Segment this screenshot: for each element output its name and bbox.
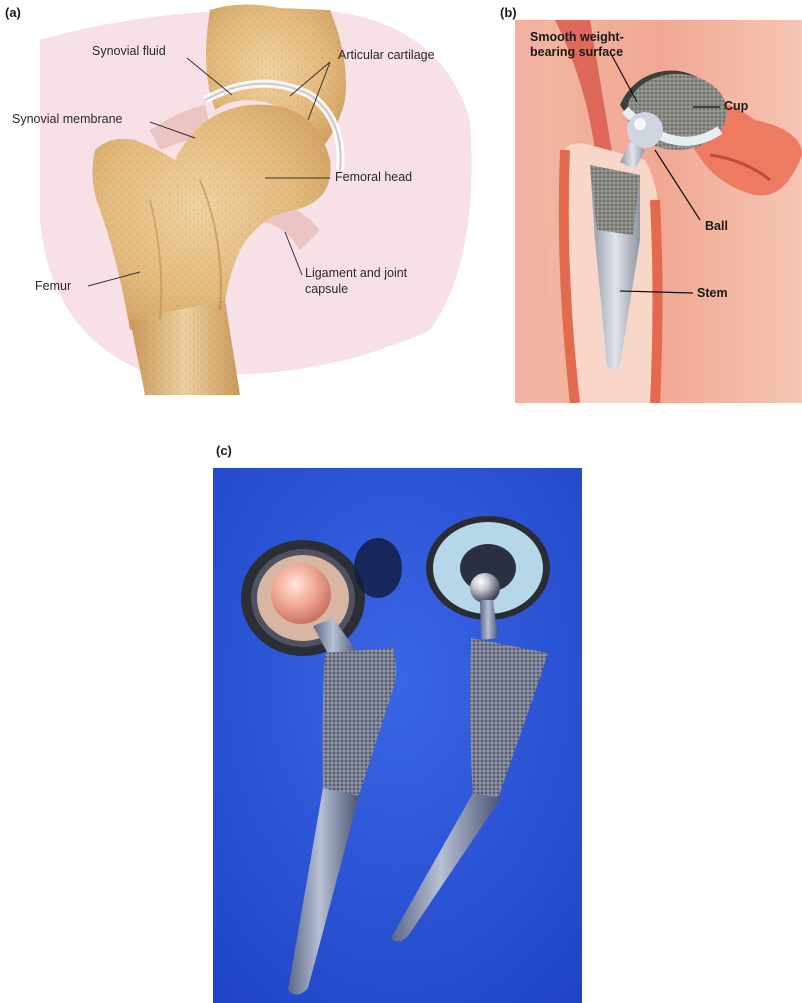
femur-label: Femur [35, 279, 71, 294]
synovial-fluid-label: Synovial fluid [92, 44, 166, 59]
panel-c-letter: (c) [216, 443, 232, 458]
hip-prosthesis-implant-illustration [515, 20, 802, 403]
cup-label: Cup [724, 99, 748, 114]
smooth-surface-label-line1: Smooth weight- [530, 30, 624, 45]
smooth-surface-label-line2: bearing surface [530, 45, 623, 60]
hip-implants-photograph [213, 468, 582, 1003]
ligament-joint-capsule-label-line2: capsule [305, 282, 348, 297]
femoral-head-label: Femoral head [335, 170, 412, 185]
ball-label: Ball [705, 219, 728, 234]
ligament-joint-capsule-label-line1: Ligament and joint [305, 266, 407, 281]
synovial-membrane-label: Synovial membrane [12, 112, 122, 127]
articular-cartilage-label: Articular cartilage [338, 48, 435, 63]
panel-b-letter: (b) [500, 5, 517, 20]
stem-label: Stem [697, 286, 728, 301]
